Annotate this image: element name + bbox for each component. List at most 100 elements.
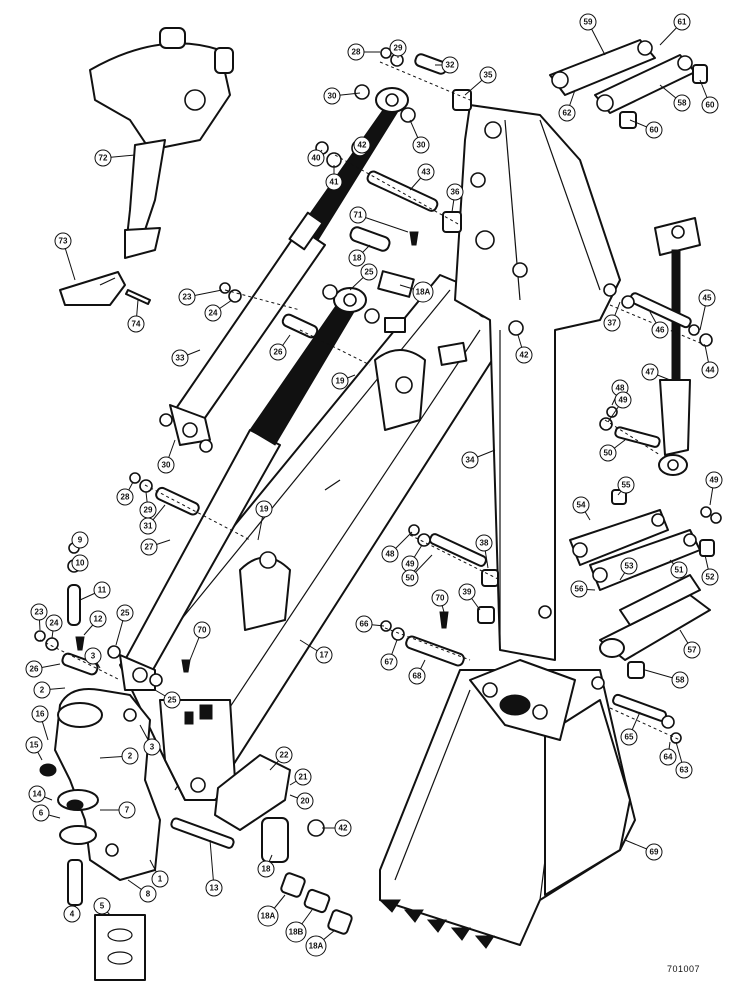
callout-label: 40 bbox=[312, 154, 321, 163]
tooth-pin bbox=[125, 289, 151, 305]
callout-ring bbox=[446, 183, 464, 201]
bushing-36 bbox=[442, 211, 462, 233]
callout-ring bbox=[171, 349, 189, 367]
callout-label: 65 bbox=[625, 733, 634, 742]
callout-label: 42 bbox=[520, 351, 529, 360]
callout-label: 43 bbox=[422, 168, 431, 177]
callout-label: 2 bbox=[128, 752, 133, 761]
callout-label: 13 bbox=[210, 884, 219, 893]
callout-ring bbox=[178, 288, 196, 306]
callout-ring bbox=[458, 583, 476, 601]
callout-ring bbox=[641, 363, 659, 381]
bushing-18A-lower bbox=[280, 872, 306, 898]
callout-label: 22 bbox=[280, 751, 289, 760]
callout-ring bbox=[25, 660, 43, 678]
callout-label: 36 bbox=[451, 188, 460, 197]
callout-label: 6 bbox=[39, 809, 44, 818]
callout-ring bbox=[323, 87, 341, 105]
callout-ring bbox=[255, 500, 273, 518]
upper-hydraulic-cylinder bbox=[169, 87, 409, 446]
callout-ring bbox=[33, 681, 51, 699]
callout-ring bbox=[355, 615, 373, 633]
callout-label: 60 bbox=[650, 126, 659, 135]
callout-label: 63 bbox=[680, 766, 689, 775]
swing-pivot-assembly bbox=[39, 688, 161, 906]
callout-ring bbox=[417, 163, 435, 181]
callout-ring bbox=[701, 568, 719, 586]
pin-18-lower bbox=[261, 817, 289, 863]
callout-ring bbox=[31, 705, 49, 723]
callout-ring bbox=[325, 173, 343, 191]
link-59 bbox=[549, 39, 656, 96]
callout-ring bbox=[143, 738, 161, 756]
callout-label: 52 bbox=[706, 573, 715, 582]
callout-label: 30 bbox=[162, 461, 171, 470]
callout-label: 53 bbox=[625, 562, 634, 571]
callout-ring bbox=[431, 589, 449, 607]
callout-ring bbox=[307, 149, 325, 167]
callout-label: 57 bbox=[688, 646, 697, 655]
callout-label: 42 bbox=[339, 824, 348, 833]
callout-label: 47 bbox=[646, 368, 655, 377]
callout-label: 70 bbox=[436, 594, 445, 603]
callout-ring bbox=[698, 289, 716, 307]
pin-18-upper bbox=[349, 226, 391, 252]
callout-label: 67 bbox=[385, 658, 394, 667]
callout-label: 5 bbox=[100, 902, 105, 911]
callout-ring bbox=[25, 736, 43, 754]
pin-50b bbox=[614, 426, 661, 448]
callout-ring bbox=[305, 935, 327, 957]
callout-label: 58 bbox=[678, 99, 687, 108]
callout-label: 17 bbox=[320, 651, 329, 660]
callout-ring bbox=[683, 641, 701, 659]
callout-label: 10 bbox=[76, 559, 85, 568]
callout-ring bbox=[572, 496, 590, 514]
callout-label: 56 bbox=[575, 585, 584, 594]
callout-label: 3 bbox=[150, 743, 155, 752]
middle-hydraulic-cylinder bbox=[119, 287, 367, 691]
callout-ring bbox=[381, 545, 399, 563]
callout-label: 18B bbox=[289, 928, 304, 937]
callout-ring bbox=[139, 885, 157, 903]
callout-label: 26 bbox=[30, 665, 39, 674]
callout-ring bbox=[670, 561, 688, 579]
callout-ring bbox=[389, 39, 407, 57]
bushings-60 bbox=[619, 64, 708, 129]
callout-label: 7 bbox=[125, 806, 130, 815]
callout-ring bbox=[705, 471, 723, 489]
bucket bbox=[378, 659, 636, 949]
callout-ring bbox=[701, 96, 719, 114]
callout-ring bbox=[296, 792, 314, 810]
callout-label: 48 bbox=[386, 550, 395, 559]
callout-ring bbox=[617, 476, 635, 494]
callout-ring bbox=[579, 13, 597, 31]
callout-leader bbox=[357, 214, 409, 233]
callout-label: 30 bbox=[417, 141, 426, 150]
callout-label: 37 bbox=[608, 319, 617, 328]
callout-ring bbox=[331, 372, 349, 390]
callout-ring bbox=[603, 314, 621, 332]
mount-pad-18A-upper bbox=[377, 270, 415, 298]
callout-ring bbox=[71, 554, 89, 572]
callout-label: 16 bbox=[36, 710, 45, 719]
callout-ring bbox=[140, 538, 158, 556]
callout-label: 49 bbox=[406, 560, 415, 569]
callout-ring bbox=[645, 121, 663, 139]
callout-label: 2 bbox=[40, 686, 45, 695]
callout-ring bbox=[32, 804, 50, 822]
callout-label: 50 bbox=[604, 449, 613, 458]
callout-ring bbox=[461, 451, 479, 469]
callout-label: 11 bbox=[98, 586, 107, 595]
callout-ring bbox=[285, 921, 307, 943]
callout-label: 35 bbox=[484, 71, 493, 80]
callout-ring bbox=[28, 785, 46, 803]
callout-ring bbox=[659, 748, 677, 766]
callout-ring bbox=[204, 304, 222, 322]
callout-ring bbox=[614, 391, 632, 409]
callout-ring bbox=[193, 621, 211, 639]
callout-ring bbox=[558, 104, 576, 122]
callout-label: 74 bbox=[132, 320, 141, 329]
callout-label: 72 bbox=[99, 154, 108, 163]
